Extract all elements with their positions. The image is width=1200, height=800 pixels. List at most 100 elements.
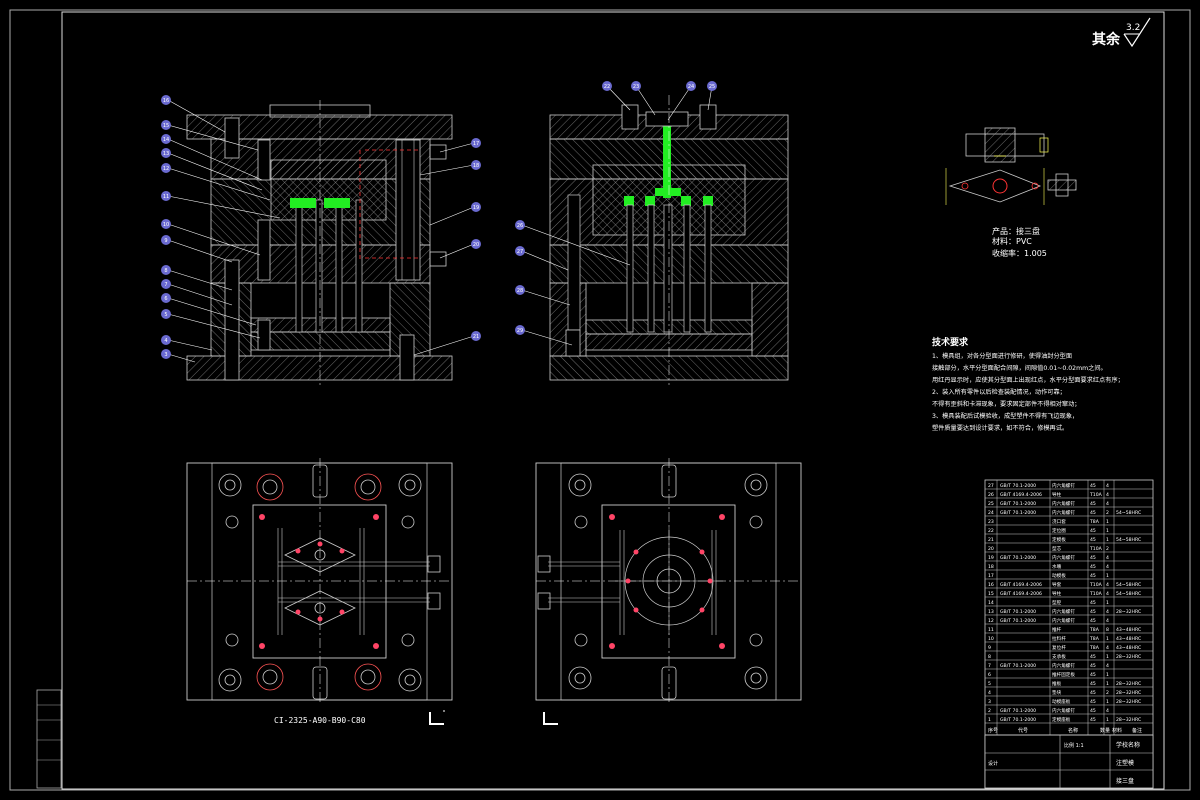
table-cell-mat: 45 <box>1090 717 1096 723</box>
table-cell-qty: 1 <box>1106 537 1109 543</box>
table-cell-std: GB/T 70.1-2000 <box>1000 663 1036 669</box>
table-cell-no: 3 <box>988 699 991 705</box>
table-cell-name: 支承板 <box>1052 653 1066 660</box>
table-cell-mat: 45 <box>1090 600 1096 606</box>
table-cell-no: 20 <box>988 546 994 552</box>
table-cell-mat: T10A <box>1089 546 1103 552</box>
table-cell-note: 43~48HRC <box>1116 627 1141 633</box>
table-cell-name: 内六角螺钉 <box>1052 500 1075 507</box>
table-cell-no: 13 <box>988 609 994 615</box>
callout-number: 4 <box>164 338 167 344</box>
callout-badge <box>161 349 171 359</box>
table-cell-mat: T10A <box>1089 582 1103 588</box>
callout-number: 19 <box>473 205 479 211</box>
callout-badge <box>161 148 171 158</box>
table-cell-name: 内六角螺钉 <box>1052 707 1075 714</box>
table-cell-note: 54~58HRC <box>1116 537 1141 543</box>
table-cell-no: 14 <box>988 600 994 606</box>
callout-badge <box>161 95 171 105</box>
table-cell-name: 推板 <box>1052 680 1062 687</box>
roughness-value: 3.2 <box>1126 23 1140 33</box>
tech-line: 用红丹显示时，应使其分型面上出现红点，水平分型面要求红点有序； <box>932 376 1124 384</box>
callout-number: 25 <box>709 84 715 90</box>
table-cell-no: 2 <box>988 708 991 714</box>
callout-badge <box>161 235 171 245</box>
tech-line: 3、模具装配后试模验收，成型塑件不得有飞边现象， <box>932 412 1078 420</box>
table-cell-std: GB/T 70.1-2000 <box>1000 708 1036 714</box>
table-cell-no: 21 <box>988 537 994 543</box>
table-cell-mat: T10A <box>1089 591 1103 597</box>
tech-line: 接触部分，水平分型面配合间隙，间隙值0.01~0.02mm之间。 <box>932 364 1107 372</box>
table-cell-qty: 4 <box>1106 555 1109 561</box>
table-cell-name: 内六角螺钉 <box>1052 608 1075 615</box>
table-cell-mat: 45 <box>1090 609 1096 615</box>
callout-badge <box>686 81 696 91</box>
roughness-symbol: 其余 3.2 <box>1092 17 1151 48</box>
table-cell-mat: 45 <box>1090 573 1096 579</box>
table-cell-note: 28~32HRC <box>1116 717 1141 723</box>
callout-number: 11 <box>163 194 169 200</box>
callout-badge <box>161 293 171 303</box>
callouts-left-left <box>167 99 281 363</box>
table-cell-qty: 1 <box>1106 717 1109 723</box>
table-cell-std: GB/T 70.1-2000 <box>1000 555 1036 561</box>
table-cell-mat: 45 <box>1090 483 1096 489</box>
table-cell-mat: 45 <box>1090 699 1096 705</box>
table-cell-mat: 45 <box>1090 537 1096 543</box>
callout-badge <box>161 120 171 130</box>
callout-badge <box>161 309 171 319</box>
table-cell-no: 15 <box>988 591 994 597</box>
table-cell-name: 定位圈 <box>1052 527 1066 534</box>
callout-number: 27 <box>517 249 523 255</box>
table-cell-qty: 1 <box>1106 519 1109 525</box>
table-cell-name: 动模座板 <box>1052 698 1071 705</box>
table-cell-qty: 1 <box>1106 699 1109 705</box>
callouts-right-top <box>606 85 713 121</box>
table-cell-no: 4 <box>988 690 991 696</box>
table-cell-mat: 45 <box>1090 501 1096 507</box>
part-detail <box>945 127 1077 205</box>
callout-number: 21 <box>473 334 479 340</box>
table-cell-name: 动模板 <box>1052 572 1066 579</box>
table-cell-qty: 4 <box>1106 492 1109 498</box>
callout-number: 8 <box>164 268 167 274</box>
table-cell-no: 12 <box>988 618 994 624</box>
table-cell-mat: 45 <box>1090 528 1096 534</box>
table-cell-qty: 1 <box>1106 672 1109 678</box>
callout-badge <box>471 331 481 341</box>
callout-badge <box>515 246 525 256</box>
title-block-scale: 比例 1:1 <box>1064 742 1084 749</box>
bom-header-no: 序号 <box>988 727 998 734</box>
callout-badge <box>515 325 525 335</box>
mold-base-label: CI-2325-A90-B90-C80 <box>274 716 366 725</box>
inner-border <box>61 11 1165 790</box>
table-cell-no: 17 <box>988 573 994 579</box>
bom-header-mat: 材料 <box>1112 727 1122 734</box>
tech-line: 1、模具组，对各分型面进行修研，使得油封分型面 <box>932 352 1072 360</box>
table-cell-no: 1 <box>988 717 991 723</box>
table-cell-no: 27 <box>988 483 994 489</box>
table-cell-std: GB/T 70.1-2000 <box>1000 618 1036 624</box>
roughness-label: 其余 <box>1092 31 1121 48</box>
callout-number: 22 <box>604 84 610 90</box>
bom-header-name: 名称 <box>1068 727 1078 734</box>
callout-number: 9 <box>164 238 167 244</box>
table-cell-name: 内六角螺钉 <box>1052 482 1075 489</box>
table-cell-name: 内六角螺钉 <box>1052 662 1075 669</box>
table-cell-no: 16 <box>988 582 994 588</box>
table-cell-qty: 1 <box>1106 654 1109 660</box>
table-cell-name: 定模板 <box>1052 536 1066 543</box>
table-cell-std: GB/T 4169.4-2006 <box>1000 582 1042 588</box>
table-cell-mat: 45 <box>1090 672 1096 678</box>
